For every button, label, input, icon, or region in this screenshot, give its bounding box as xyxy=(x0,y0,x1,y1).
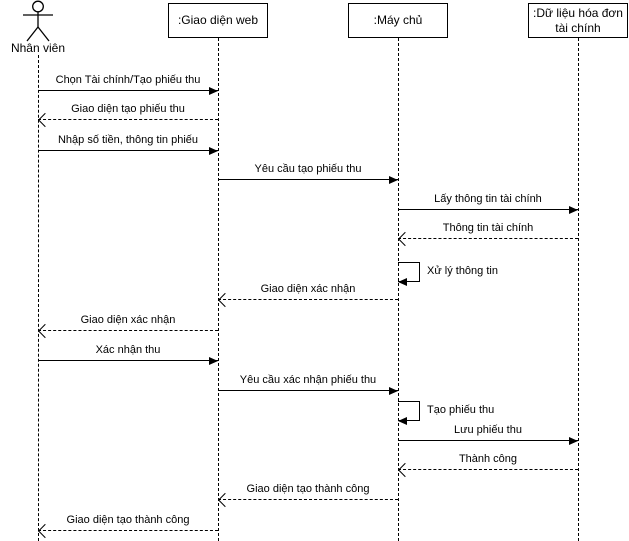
participant-box-db: :Dữ liệu hóa đơn tài chính xyxy=(528,3,628,38)
message-label: Giao diện xác nhận xyxy=(80,314,176,326)
message-label: Tạo phiếu thu xyxy=(427,404,495,416)
arrowhead-filled-right-icon xyxy=(209,146,218,155)
participant-box-web: :Giao diện web xyxy=(168,3,268,38)
self-message-loop xyxy=(398,401,420,421)
message-label: Thành công xyxy=(458,453,518,465)
message-label: Yêu cầu xác nhận phiếu thu xyxy=(239,374,377,386)
message-label: Chọn Tài chính/Tạo phiếu thu xyxy=(55,74,201,86)
participant-box-server: :Máy chủ xyxy=(348,3,448,38)
actor-label: Nhân viên xyxy=(10,41,66,55)
lifeline-server xyxy=(398,38,399,541)
message-line xyxy=(398,440,578,441)
message-line xyxy=(398,238,578,239)
message-label: Yêu cầu tạo phiếu thu xyxy=(254,163,362,175)
arrowhead-filled-right-icon xyxy=(209,86,218,95)
arrowhead-filled-right-icon xyxy=(569,436,578,445)
message-line xyxy=(38,119,218,120)
message-line xyxy=(218,390,398,391)
arrowhead-filled-left-icon xyxy=(398,277,407,286)
message-line xyxy=(398,209,578,210)
arrowhead-filled-right-icon xyxy=(389,175,398,184)
message-line xyxy=(218,499,398,500)
message-label: Lấy thông tin tài chính xyxy=(434,193,542,205)
actor-stick-figure-icon xyxy=(23,0,53,42)
message-line xyxy=(38,530,218,531)
arrowhead-filled-right-icon xyxy=(569,205,578,214)
message-label: Xác nhận thu xyxy=(95,344,161,356)
message-label: Xử lý thông tin xyxy=(427,265,498,277)
message-line xyxy=(398,469,578,470)
message-label: Nhập số tiền, thông tin phiếu xyxy=(57,134,199,146)
arrowhead-filled-left-icon xyxy=(398,416,407,425)
message-label: Giao diện tạo thành công xyxy=(66,514,190,526)
message-line xyxy=(38,330,218,331)
lifeline-db xyxy=(578,38,579,541)
message-label: Lưu phiếu thu xyxy=(454,424,522,436)
message-line xyxy=(218,299,398,300)
message-line xyxy=(38,150,218,151)
arrowhead-filled-right-icon xyxy=(389,386,398,395)
message-label: Thông tin tài chính xyxy=(442,222,534,234)
message-line xyxy=(218,179,398,180)
self-message-loop xyxy=(398,262,420,282)
message-label: Giao diện tạo thành công xyxy=(246,483,370,495)
message-label: Giao diện xác nhận xyxy=(260,283,356,295)
message-label: Giao diện tạo phiếu thu xyxy=(71,103,185,115)
arrowhead-filled-right-icon xyxy=(209,356,218,365)
message-line xyxy=(38,360,218,361)
lifeline-staff xyxy=(38,55,39,541)
message-line xyxy=(38,90,218,91)
lifeline-web xyxy=(218,38,219,541)
